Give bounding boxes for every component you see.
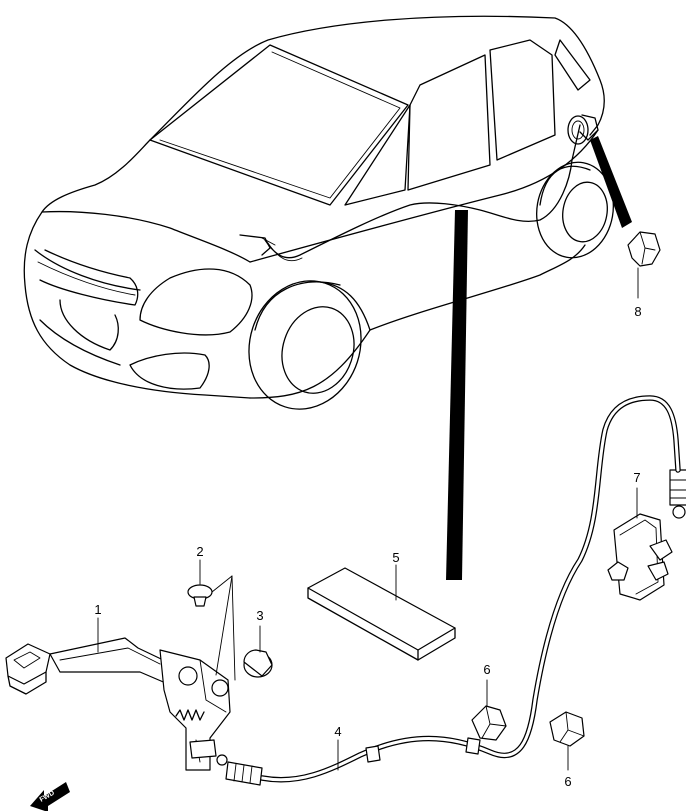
part-label-6a: 6	[483, 662, 490, 677]
part-label-7: 7	[633, 470, 640, 485]
part-1-lever: 1	[5, 602, 231, 771]
part-label-6b: 6	[564, 774, 571, 789]
part-5-pad: 5	[307, 550, 456, 661]
pointer-lines	[446, 136, 632, 580]
part-2-bolt: 2	[187, 544, 236, 681]
part-6-clamp-a: 6	[471, 662, 507, 741]
part-label-3: 3	[256, 608, 263, 623]
part-4-cable: 4	[216, 395, 681, 786]
fwd-arrow-icon: FWD	[30, 782, 70, 811]
part-label-5: 5	[392, 550, 399, 565]
part-label-2: 2	[196, 544, 203, 559]
part-8-clip: 8	[627, 231, 661, 319]
part-label-4: 4	[334, 724, 341, 739]
car-illustration	[23, 15, 614, 410]
part-label-8: 8	[634, 304, 641, 319]
part-3-cap: 3	[243, 608, 273, 678]
part-label-1: 1	[94, 602, 101, 617]
part-7-latch: 7	[607, 469, 686, 601]
part-6-clamp-b: 6	[549, 711, 585, 789]
